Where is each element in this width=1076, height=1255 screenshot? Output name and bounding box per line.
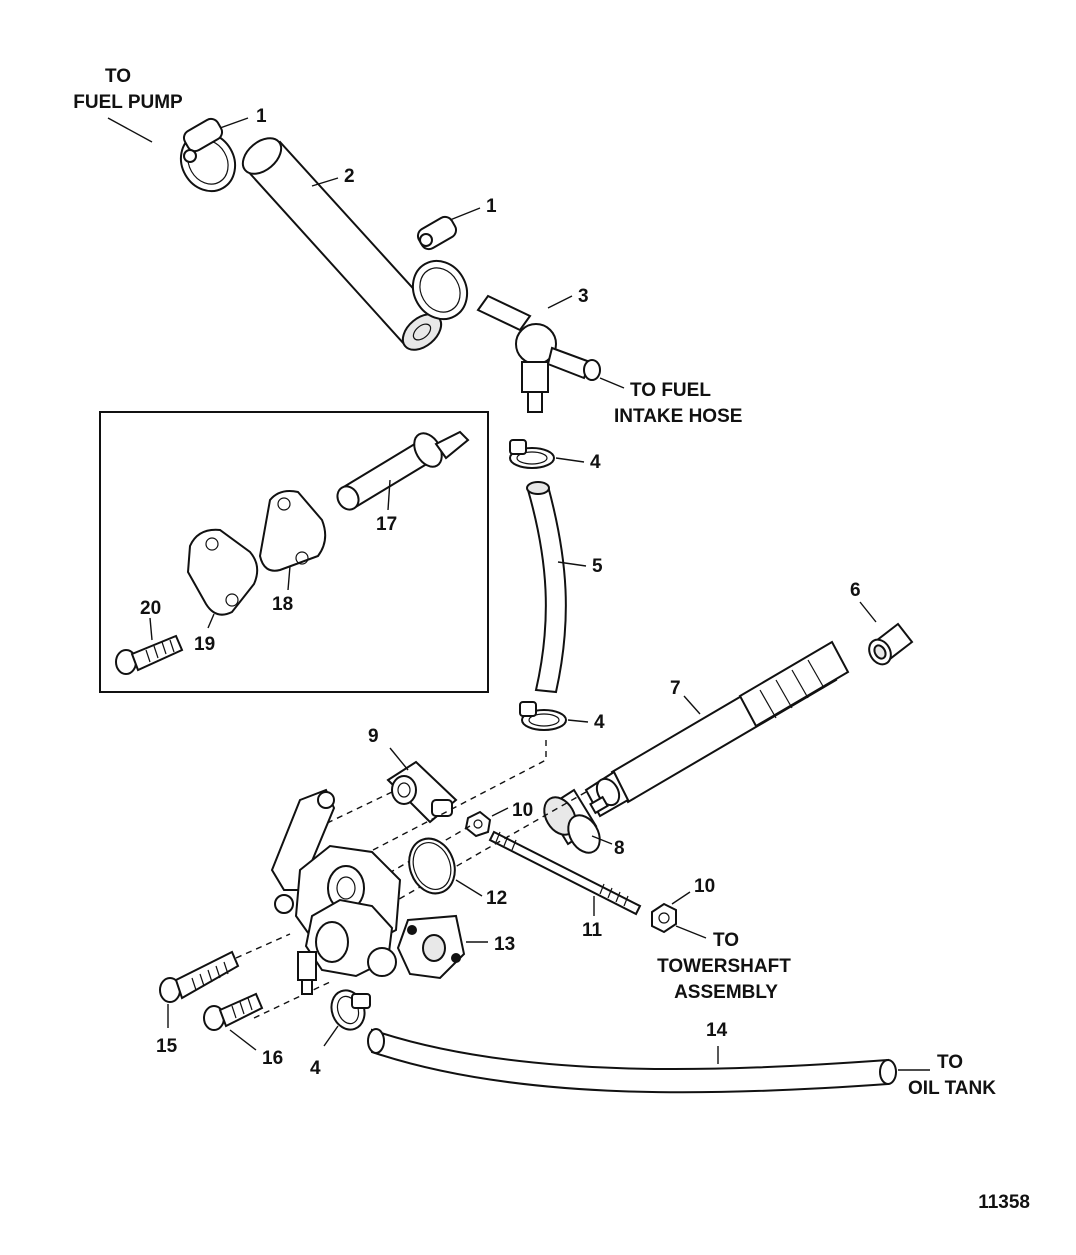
assembly-line-e xyxy=(235,933,291,959)
nut-10-upper xyxy=(464,810,492,838)
callout-11: 11 xyxy=(582,920,603,941)
note-to-oil-tank-1: TO xyxy=(937,1052,963,1073)
nut-10-lower xyxy=(651,902,677,934)
leader-c10a xyxy=(491,807,509,817)
note-towershaft-3: ASSEMBLY xyxy=(674,982,778,1003)
clamp-1-left xyxy=(179,117,237,193)
assembly-line-a xyxy=(349,740,547,863)
callout-18: 18 xyxy=(272,594,293,615)
cover-plate-19 xyxy=(186,528,259,616)
clamp-4-middle xyxy=(519,701,567,731)
callout-15: 15 xyxy=(156,1036,178,1057)
bushing-6 xyxy=(868,622,914,666)
leader-c3 xyxy=(547,295,573,309)
note-to-fuel-intake-1: TO FUEL xyxy=(630,380,711,401)
clamp-1-right xyxy=(411,215,469,321)
assembly-line-b xyxy=(299,791,393,837)
pin-17 xyxy=(336,430,470,511)
leader-c4b xyxy=(567,719,589,723)
shaft-7 xyxy=(584,640,850,818)
clamp-4-lower xyxy=(330,989,371,1031)
callout-6: 6 xyxy=(850,580,861,601)
leader-towershaft xyxy=(675,925,707,939)
leader-fuel-intake xyxy=(599,377,625,389)
figure-number: 11358 xyxy=(978,1192,1030,1213)
fuel-hose-5 xyxy=(526,481,567,694)
callout-7: 7 xyxy=(670,678,681,699)
bushing-8 xyxy=(543,788,601,854)
callout-17: 17 xyxy=(376,514,397,535)
assembly-line-f xyxy=(253,981,331,1019)
leader-c4a xyxy=(555,457,585,463)
leader-c4c xyxy=(323,1025,339,1047)
note-to-oil-tank-2: OIL TANK xyxy=(908,1078,996,1099)
fuel-hose-2 xyxy=(241,137,443,351)
callout-1a: 1 xyxy=(256,106,267,127)
leader-c10b xyxy=(671,891,691,905)
callout-9: 9 xyxy=(368,726,379,747)
callout-4a: 4 xyxy=(590,452,601,473)
callout-1b: 1 xyxy=(486,196,497,217)
callout-12: 12 xyxy=(486,888,507,909)
callout-20: 20 xyxy=(140,598,161,619)
callout-2: 2 xyxy=(344,166,355,187)
screw-15 xyxy=(159,950,240,1003)
tee-fitting-3 xyxy=(476,294,601,413)
leader-c7 xyxy=(683,695,701,715)
callout-8: 8 xyxy=(614,838,625,859)
screw-20 xyxy=(115,634,184,675)
leader-c5 xyxy=(557,561,587,567)
leader-c18 xyxy=(287,565,291,591)
callout-4c: 4 xyxy=(310,1058,321,1079)
screw-16 xyxy=(203,992,264,1031)
note-to-fuel-intake-2: INTAKE HOSE xyxy=(614,406,742,427)
leader-c8 xyxy=(591,835,613,845)
note-to-fuel-pump-2: FUEL PUMP xyxy=(73,92,183,113)
inset-box xyxy=(99,411,489,693)
leader-c12 xyxy=(455,879,483,897)
oil-hose-14 xyxy=(367,1028,897,1094)
callout-16: 16 xyxy=(262,1048,283,1069)
leader-c16 xyxy=(229,1029,257,1051)
link-9 xyxy=(386,760,458,824)
note-towershaft-2: TOWERSHAFT xyxy=(657,956,791,977)
callout-13: 13 xyxy=(494,934,515,955)
note-towershaft-1: TO xyxy=(713,930,739,951)
callout-3: 3 xyxy=(578,286,589,307)
threaded-rod-11 xyxy=(488,830,642,916)
callout-4b: 4 xyxy=(594,712,605,733)
leader-c2 xyxy=(311,177,339,187)
oil-pump-body xyxy=(270,788,402,995)
leader-c1a xyxy=(219,117,249,129)
leader-c19 xyxy=(207,613,215,629)
leader-c1b xyxy=(449,207,481,221)
leader-c6 xyxy=(859,601,877,623)
leader-c9 xyxy=(389,747,409,771)
callout-14: 14 xyxy=(706,1020,728,1041)
leader-fuel-pump xyxy=(107,117,153,143)
leader-c17 xyxy=(387,479,391,511)
o-ring-12 xyxy=(408,837,456,895)
pump-cover-13 xyxy=(396,914,466,980)
gasket-plate-18 xyxy=(258,490,327,572)
callout-10a: 10 xyxy=(512,800,533,821)
callout-19: 19 xyxy=(194,634,215,655)
leader-c20 xyxy=(149,617,153,641)
note-to-fuel-pump-1: TO xyxy=(105,66,131,87)
clamp-4-upper xyxy=(509,439,555,469)
callout-10b: 10 xyxy=(694,876,715,897)
callout-5: 5 xyxy=(592,556,603,577)
